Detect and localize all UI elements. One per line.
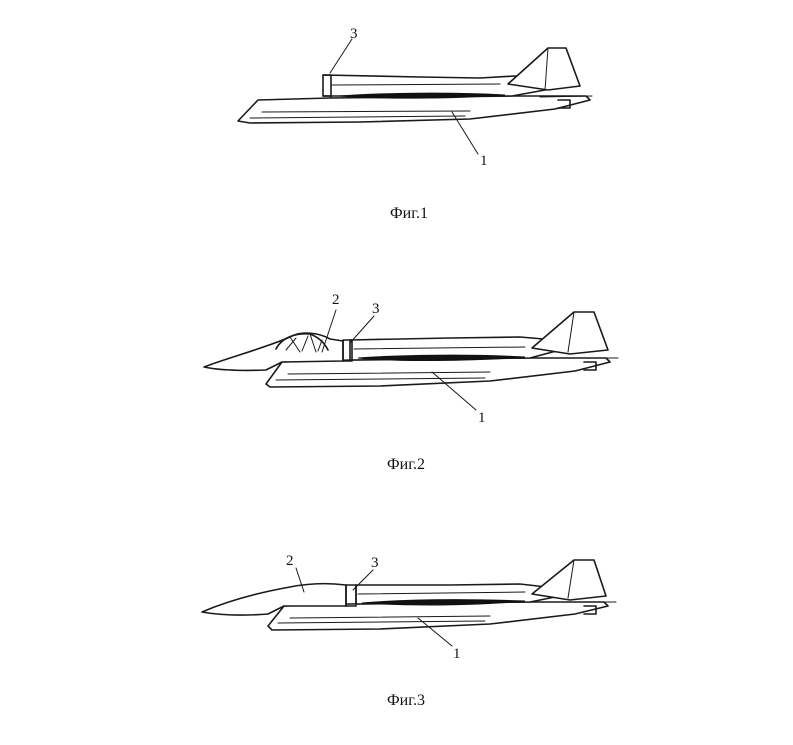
fig3-caption: Фиг.3 [387,692,425,709]
fig2-callout-2: 2 [332,292,340,308]
fig2-caption: Фиг.2 [387,456,425,473]
figure-2: 2 3 1 Фиг.2 [203,292,619,473]
fig2-leaders [321,309,477,411]
fig1-callout-1: 1 [480,153,488,169]
fig3-fuselage [201,559,617,631]
fig2-callout-3: 3 [372,301,380,317]
fig2-fuselage [203,311,619,388]
fig1-fuselage [237,47,593,124]
fig3-callout-1: 1 [453,646,461,662]
fig3-callout-2: 2 [286,553,294,569]
fig1-caption: Фиг.1 [390,205,428,222]
fig1-callout-3: 3 [350,26,358,42]
fig2-callout-1: 1 [478,410,486,426]
fig1-leaders [329,38,479,155]
fig3-leaders [295,567,453,647]
figure-1: 3 1 Фиг.1 [237,26,593,222]
figure-3: 2 3 1 Фиг.3 [201,553,617,709]
fig3-callout-3: 3 [371,555,379,571]
